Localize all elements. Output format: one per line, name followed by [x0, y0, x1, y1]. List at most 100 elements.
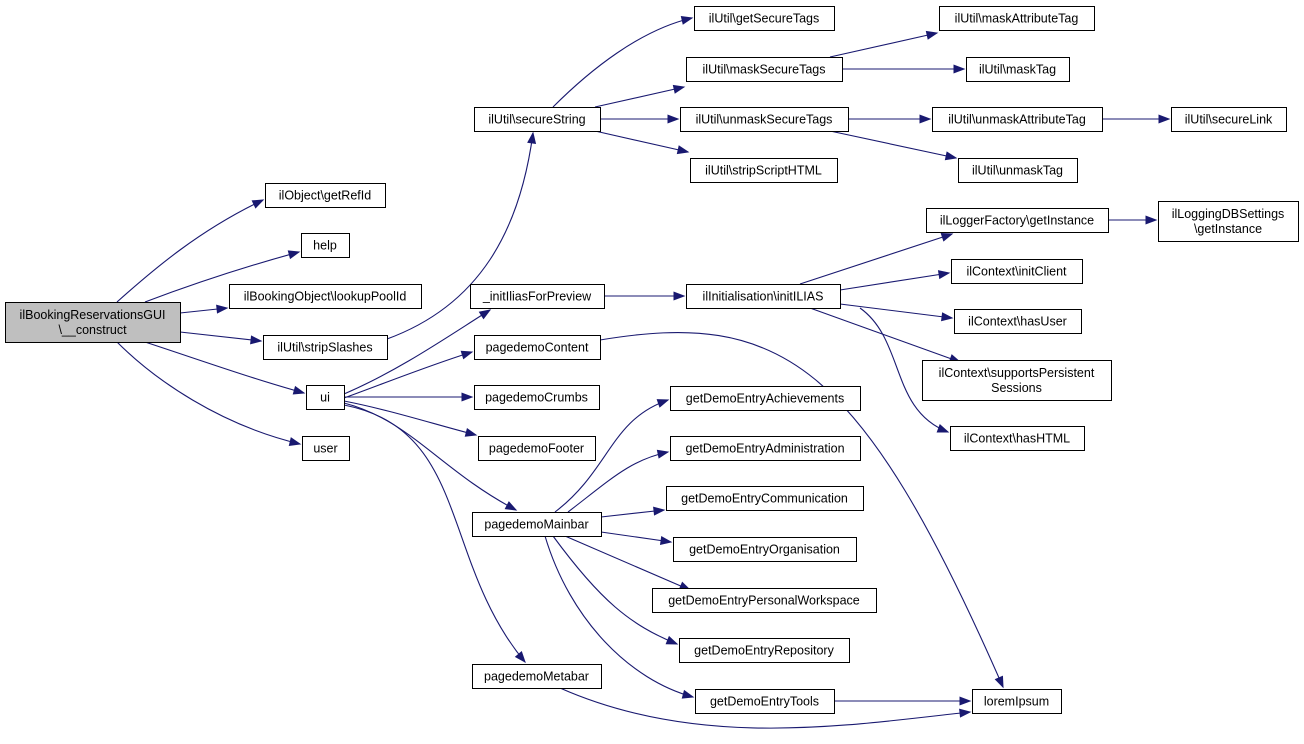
node-loremipsum[interactable]: loremIpsum — [972, 689, 1062, 714]
node-box[interactable] — [670, 436, 861, 461]
node-ilcontext-hasuser[interactable]: ilContext\hasUser — [954, 309, 1082, 334]
node-box[interactable] — [686, 284, 841, 309]
node-ilcontext-hashtml[interactable]: ilContext\hasHTML — [950, 426, 1085, 451]
node-label: ilLoggerFactory\getInstance — [940, 214, 1094, 228]
node-label: getDemoEntryAdministration — [685, 442, 844, 456]
node-ilbookingreservationsgui-construct[interactable]: ilBookingReservationsGUI\__construct — [5, 302, 181, 343]
node-label: loremIpsum — [984, 695, 1049, 709]
node-box[interactable] — [474, 385, 600, 410]
node-box[interactable] — [474, 335, 601, 360]
node-box[interactable] — [5, 302, 181, 343]
node-box[interactable] — [301, 233, 350, 258]
node-box[interactable] — [972, 689, 1062, 714]
node-user[interactable]: user — [302, 436, 350, 461]
node-box[interactable] — [670, 386, 861, 411]
edge-n5-to-n19 — [344, 392, 474, 402]
node-initiliasforpreview[interactable]: _initIliasForPreview — [470, 284, 605, 309]
arrowhead-icon — [672, 84, 686, 94]
node-getdemoentryachievements[interactable]: getDemoEntryAchievements — [670, 386, 861, 411]
node-getdemoentryadministration[interactable]: getDemoEntryAdministration — [670, 436, 861, 461]
node-ilutil-getsecuretags[interactable]: ilUtil\getSecureTags — [694, 6, 835, 31]
node-box[interactable] — [695, 689, 835, 714]
node-label: ilUtil\unmaskTag — [972, 164, 1063, 178]
arrowhead-icon — [514, 651, 526, 664]
arrowhead-icon — [953, 64, 966, 74]
node-ilutil-unmasksecuretags[interactable]: ilUtil\unmaskSecureTags — [680, 107, 849, 132]
node-pagedemometabar[interactable]: pagedemoMetabar — [472, 664, 602, 689]
node-box[interactable] — [1171, 107, 1287, 132]
node-label: pagedemoContent — [486, 341, 589, 355]
node-pagedemomainbar[interactable]: pagedemoMainbar — [472, 512, 602, 537]
node-getdemoentryorganisation[interactable]: getDemoEntryOrganisation — [673, 537, 857, 562]
node-label: pagedemoMetabar — [484, 670, 589, 684]
node-box[interactable] — [470, 284, 605, 309]
node-getdemoentrypersonalworkspace[interactable]: getDemoEntryPersonalWorkspace — [652, 588, 877, 613]
node-ilutil-unmasktag[interactable]: ilUtil\unmaskTag — [958, 158, 1078, 183]
node-illoggerfactory-getinstance[interactable]: ilLoggerFactory\getInstance — [926, 208, 1109, 233]
node-box[interactable] — [926, 208, 1109, 233]
node-box[interactable] — [922, 360, 1112, 401]
node-box[interactable] — [673, 537, 857, 562]
node-box[interactable] — [680, 107, 849, 132]
node-box[interactable] — [958, 158, 1078, 183]
edge-line — [799, 233, 953, 285]
arrowhead-icon — [925, 30, 939, 40]
node-ilutil-masktag[interactable]: ilUtil\maskTag — [966, 57, 1070, 82]
node-ilobject-getrefid[interactable]: ilObject\getRefId — [265, 183, 386, 208]
node-ilutil-stripslashes[interactable]: ilUtil\stripSlashes — [263, 335, 388, 360]
node-illoggingdbsettings-getinstance[interactable]: ilLoggingDBSettings\getInstance — [1158, 201, 1299, 242]
node-getdemoentrytools[interactable]: getDemoEntryTools — [695, 689, 835, 714]
node-label: ilContext\initClient — [966, 265, 1067, 279]
node-label: pagedemoCrumbs — [485, 391, 588, 405]
node-pagedemocontent[interactable]: pagedemoContent — [474, 335, 601, 360]
node-box[interactable] — [679, 638, 850, 663]
node-ilcontext-initclient[interactable]: ilContext\initClient — [951, 259, 1083, 284]
node-box[interactable] — [472, 512, 602, 537]
node-box[interactable] — [690, 158, 838, 183]
node-ilutil-masksecuretags[interactable]: ilUtil\maskSecureTags — [686, 57, 843, 82]
node-label: ilUtil\maskTag — [979, 63, 1056, 77]
node-ilutil-stripscripthtml[interactable]: ilUtil\stripScriptHTML — [690, 158, 838, 183]
node-ilinitialisation-initilias[interactable]: ilInitialisation\initILIAS — [686, 284, 841, 309]
node-box[interactable] — [474, 107, 601, 132]
node-box[interactable] — [686, 57, 843, 82]
node-box[interactable] — [265, 183, 386, 208]
node-box[interactable] — [263, 335, 388, 360]
edge-n9-to-n13 — [842, 64, 966, 74]
node-pagedemocrumbs[interactable]: pagedemoCrumbs — [474, 385, 600, 410]
node-ilutil-unmaskattributetag[interactable]: ilUtil\unmaskAttributeTag — [932, 107, 1103, 132]
edge-line — [343, 309, 491, 395]
arrowhead-icon — [680, 15, 694, 25]
node-label: Sessions — [991, 381, 1042, 395]
node-getdemoentryrepository[interactable]: getDemoEntryRepository — [679, 638, 850, 663]
node-ilutil-securelink[interactable]: ilUtil\secureLink — [1171, 107, 1287, 132]
node-box[interactable] — [478, 436, 596, 461]
node-box[interactable] — [950, 426, 1085, 451]
node-ilutil-maskattributetag[interactable]: ilUtil\maskAttributeTag — [939, 6, 1095, 31]
node-box[interactable] — [666, 486, 864, 511]
edge-n10-to-n14 — [848, 114, 932, 124]
node-ilbookingobject-lookuppoolid[interactable]: ilBookingObject\lookupPoolId — [229, 284, 422, 309]
arrowhead-icon — [1145, 215, 1158, 225]
node-box[interactable] — [954, 309, 1082, 334]
node-getdemoentrycommunication[interactable]: getDemoEntryCommunication — [666, 486, 864, 511]
node-box[interactable] — [939, 6, 1095, 31]
edge-n24-to-n25 — [1108, 215, 1158, 225]
node-pagedemofooter[interactable]: pagedemoFooter — [478, 436, 596, 461]
arrowhead-icon — [250, 335, 263, 345]
node-box[interactable] — [951, 259, 1083, 284]
node-box[interactable] — [302, 436, 350, 461]
node-box[interactable] — [229, 284, 422, 309]
node-box[interactable] — [306, 385, 345, 410]
node-box[interactable] — [652, 588, 877, 613]
edge-line — [552, 535, 678, 645]
node-help[interactable]: help — [301, 233, 350, 258]
node-box[interactable] — [932, 107, 1103, 132]
node-box[interactable] — [966, 57, 1070, 82]
node-box[interactable] — [1158, 201, 1299, 242]
node-ilutil-securestring[interactable]: ilUtil\secureString — [474, 107, 601, 132]
node-box[interactable] — [694, 6, 835, 31]
node-ui[interactable]: ui — [306, 385, 345, 410]
node-box[interactable] — [472, 664, 602, 689]
